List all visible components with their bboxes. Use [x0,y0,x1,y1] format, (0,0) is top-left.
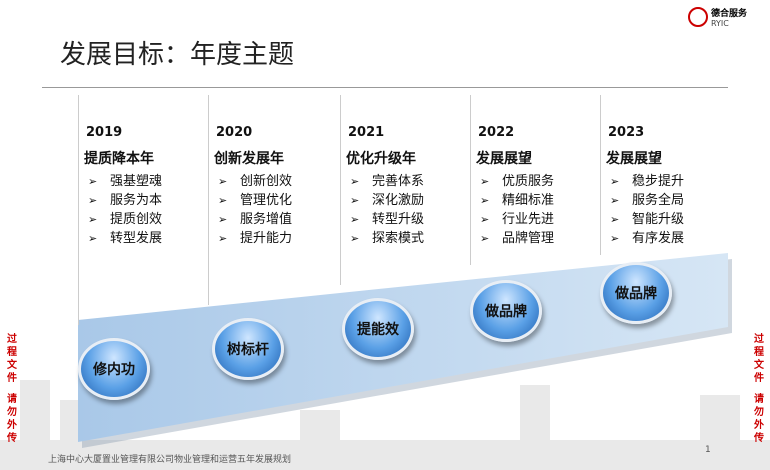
list-item: ➢品牌管理 [480,231,555,246]
page-number: 1 [705,445,711,455]
page-title: 发展目标：年度主题 [60,40,295,70]
year-column: 2022 发展展望 ➢优质服务 ➢精细标准 ➢行业先进 ➢品牌管理 [470,125,598,248]
arrow-bullet-icon: ➢ [480,194,490,207]
year-theme: 创新发展年 [214,151,284,167]
list-item: ➢行业先进 [480,212,555,227]
list-item: ➢优质服务 [480,174,555,189]
side-note-right: 过程文件请勿外传 [754,334,764,444]
column-divider [470,95,471,265]
year-theme: 发展展望 [606,151,662,167]
year-theme: 提质降本年 [84,151,154,167]
milestone-bubble: 修内功 [78,338,150,400]
list-item: ➢提升能力 [218,231,293,246]
footer-text: 上海中心大厦置业管理有限公司物业管理和运营五年发展规划 [48,455,292,465]
year-label: 2021 [348,125,385,140]
arrow-bullet-icon: ➢ [218,213,228,226]
arrow-bullet-icon: ➢ [610,175,620,188]
year-column: 2020 创新发展年 ➢创新创效 ➢管理优化 ➢服务增值 ➢提升能力 [208,125,336,248]
arrow-bullet-icon: ➢ [350,232,360,245]
arrow-bullet-icon: ➢ [88,213,98,226]
list-item: ➢完善体系 [350,174,425,189]
list-item: ➢智能升级 [610,212,685,227]
milestone-bubble: 提能效 [342,298,414,360]
list-item: ➢强基塑魂 [88,174,163,189]
list-item: ➢有序发展 [610,231,685,246]
year-column: 2023 发展展望 ➢稳步提升 ➢服务全局 ➢智能升级 ➢有序发展 [600,125,728,248]
list-item: ➢服务为本 [88,193,163,208]
arrow-bullet-icon: ➢ [88,194,98,207]
column-divider [600,95,601,255]
year-label: 2023 [608,125,645,140]
list-item: ➢深化激励 [350,193,425,208]
list-item: ➢服务全局 [610,193,685,208]
column-divider [78,95,79,325]
arrow-bullet-icon: ➢ [88,232,98,245]
column-divider [340,95,341,285]
arrow-bullet-icon: ➢ [610,194,620,207]
logo: 德合服务 RYIC [688,6,747,28]
list-item: ➢精细标准 [480,193,555,208]
arrow-bullet-icon: ➢ [218,194,228,207]
year-column: 2019 提质降本年 ➢强基塑魂 ➢服务为本 ➢提质创效 ➢转型发展 [78,125,206,248]
arrow-bullet-icon: ➢ [480,232,490,245]
year-theme: 发展展望 [476,151,532,167]
arrow-bullet-icon: ➢ [88,175,98,188]
year-column: 2021 优化升级年 ➢完善体系 ➢深化激励 ➢转型升级 ➢探索模式 [340,125,468,248]
arrow-bullet-icon: ➢ [480,213,490,226]
arrow-bullet-icon: ➢ [350,175,360,188]
logo-sub: RYIC [711,19,729,28]
list-item: ➢服务增值 [218,212,293,227]
arrow-bullet-icon: ➢ [610,213,620,226]
list-item: ➢探索模式 [350,231,425,246]
arrow-bullet-icon: ➢ [218,232,228,245]
year-label: 2019 [86,125,123,140]
side-note-left: 过程文件请勿外传 [7,334,17,444]
divider [42,87,728,88]
list-item: ➢稳步提升 [610,174,685,189]
logo-text: 德合服务 [711,9,748,19]
list-item: ➢创新创效 [218,174,293,189]
list-item: ➢管理优化 [218,193,293,208]
arrow-bullet-icon: ➢ [350,213,360,226]
column-divider [208,95,209,305]
logo-emblem-icon [688,7,708,27]
year-label: 2022 [478,125,515,140]
year-label: 2020 [216,125,253,140]
list-item: ➢转型升级 [350,212,425,227]
milestone-bubble: 树标杆 [212,318,284,380]
milestone-bubble: 做品牌 [600,262,672,324]
year-theme: 优化升级年 [346,151,416,167]
arrow-bullet-icon: ➢ [218,175,228,188]
list-item: ➢转型发展 [88,231,163,246]
arrow-bullet-icon: ➢ [350,194,360,207]
arrow-bullet-icon: ➢ [610,232,620,245]
arrow-bullet-icon: ➢ [480,175,490,188]
list-item: ➢提质创效 [88,212,163,227]
milestone-bubble: 做品牌 [470,280,542,342]
